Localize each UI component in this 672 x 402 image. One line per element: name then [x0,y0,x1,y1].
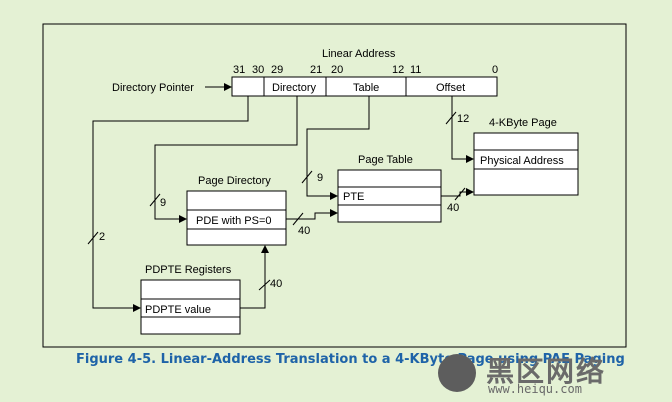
offset-bus-slash [445,111,457,125]
page-entry: Physical Address [480,155,564,167]
pdpte-out-slash [258,279,271,291]
page-directory-table [186,190,287,246]
pdpte-out-width: 40 [270,278,282,290]
page-frame [473,132,579,196]
pdpte-bus-slash [87,231,99,245]
pdpte-index-line [92,96,249,312]
bit-29: 29 [271,64,283,76]
pd-index-line [154,96,298,223]
bit-21: 21 [310,64,322,76]
page-title: 4-KByte Page [489,117,557,129]
directory-pointer-label: Directory Pointer [112,82,194,94]
pt-index-line [306,96,370,200]
watermark: 黑区网络 www.heiqu.com [434,350,664,398]
page-table-title: Page Table [358,154,413,166]
pd-output-line [286,209,338,220]
linear-address-register [231,76,498,97]
page-directory-entry: PDE with PS=0 [196,215,272,227]
field-offset: Offset [436,82,465,94]
linear-address-title: Linear Address [322,48,396,60]
bit-0: 0 [492,64,498,76]
pd-bus-width: 9 [160,197,166,209]
field-directory: Directory [272,82,317,94]
page-table-entry: PTE [343,191,364,203]
pt-bus-slash [301,170,313,184]
pdpte-bus-width: 2 [99,231,105,243]
pd-out-width: 40 [298,225,310,237]
pdpte-table [140,279,241,335]
bit-30: 30 [252,64,264,76]
page-directory-title: Page Directory [198,175,271,187]
pt-out-slash [454,187,466,201]
pd-bus-slash [149,193,161,207]
page-table-table [337,169,442,223]
pt-out-width: 40 [447,202,459,214]
bit-11: 11 [410,64,421,76]
watermark-text: 黑区网络 [486,355,607,388]
bit-20: 20 [331,64,343,76]
pd-out-slash [292,212,304,226]
bit-12: 12 [392,64,404,76]
pdpte-output-line [240,245,269,309]
watermark-logo-icon [438,354,476,392]
pdpte-entry: PDPTE value [145,304,211,316]
figure-caption: Figure 4-5. Linear-Address Translation t… [76,352,625,367]
watermark-url: www.heiqu.com [488,382,582,396]
pdpte-title: PDPTE Registers [145,264,232,276]
pt-bus-width: 9 [317,172,323,184]
bit-31: 31 [233,64,245,76]
field-table: Table [353,82,379,94]
offset-bus-width: 12 [457,113,469,125]
